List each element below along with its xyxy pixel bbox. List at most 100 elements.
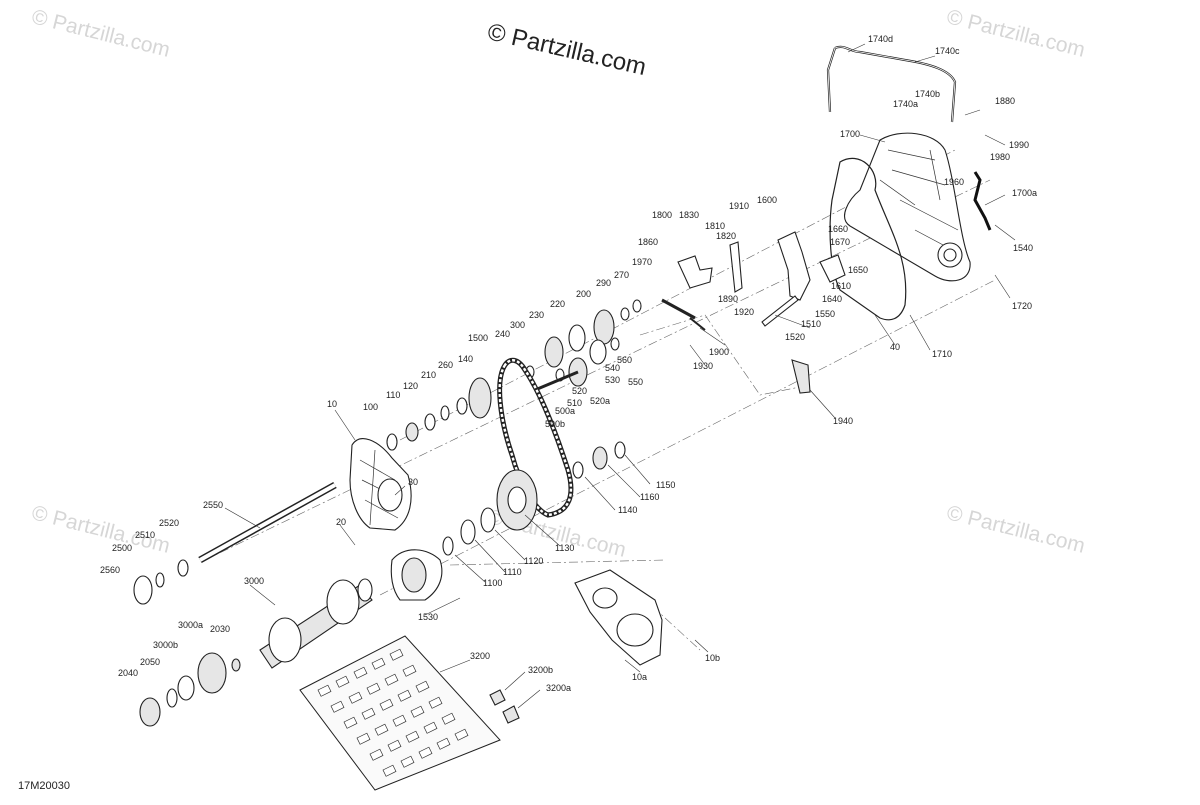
shift-lever-1910 (729, 241, 743, 293)
part-label-1130: 1130 (555, 543, 574, 553)
part-label-1740b: 1740b (915, 89, 940, 99)
shaft-510 (534, 370, 579, 392)
part-label-260: 260 (438, 360, 453, 370)
slide-pad (361, 707, 376, 720)
slide-pad-grid (299, 635, 501, 791)
part-label-1600: 1600 (757, 195, 777, 205)
cap-2040 (139, 697, 161, 727)
seal-2500 (133, 575, 153, 605)
gasket-opening-lower (616, 613, 654, 647)
part-label-1550: 1550 (815, 309, 835, 319)
part-label-30: 30 (408, 477, 418, 487)
brake-line (826, 45, 957, 123)
part-label-2510: 2510 (135, 530, 155, 540)
part-label-1150: 1150 (656, 480, 675, 490)
part-label-2560: 2560 (100, 565, 120, 575)
part-label-1530: 1530 (418, 612, 438, 622)
shaft-2550-inner (199, 483, 336, 562)
part-label-2550: 2550 (203, 500, 223, 510)
part-label-1540: 1540 (1013, 243, 1033, 253)
pad-3200a (502, 705, 520, 724)
part-label-2520: 2520 (159, 518, 179, 528)
part-label-40: 40 (890, 342, 900, 352)
slide-pad (415, 680, 430, 693)
part-label-540: 540 (605, 363, 620, 373)
slide-pad (410, 705, 425, 718)
outer-cover-detail (879, 149, 963, 256)
part-label-3200: 3200 (470, 651, 490, 661)
slide-pad (402, 664, 417, 677)
part-label-1720: 1720 (1012, 301, 1032, 311)
part-label-1980: 1980 (990, 152, 1010, 162)
part-label-1820: 1820 (716, 231, 736, 241)
slide-pad (353, 666, 368, 679)
spacer-1160 (592, 446, 608, 470)
part-label-530: 530 (605, 375, 620, 385)
slide-pad (317, 684, 332, 697)
part-label-1930: 1930 (693, 361, 713, 371)
part-label-10b: 10b (705, 653, 720, 663)
slide-pad (374, 723, 389, 736)
clip (973, 171, 992, 231)
part-label-2030: 2030 (210, 624, 230, 634)
axle-sprocket-left (268, 617, 302, 663)
part-label-10a: 10a (632, 672, 647, 682)
part-label-1640: 1640 (822, 294, 842, 304)
slide-pad (330, 700, 345, 713)
slide-pad (384, 673, 399, 686)
slide-pads (317, 648, 469, 777)
slide-pad (348, 691, 363, 704)
part-label-1990: 1990 (1009, 140, 1029, 150)
part-label-210: 210 (421, 370, 436, 380)
gasket-10a (574, 569, 663, 666)
axle-sprocket-end (357, 578, 373, 602)
ring-2050 (166, 688, 178, 708)
washer-290 (620, 307, 630, 321)
part-label-1860: 1860 (638, 237, 658, 247)
gear-230 (544, 336, 564, 368)
part-label-1140: 1140 (618, 505, 637, 515)
part-label-550: 550 (628, 377, 643, 387)
part-label-1660: 1660 (828, 224, 848, 234)
sprocket-140 (468, 377, 492, 419)
sprocket-1130-hub (507, 486, 527, 514)
part-label-200: 200 (576, 289, 591, 299)
cover-plate-hub (401, 557, 427, 593)
slide-pad (343, 716, 358, 729)
part-label-1910: 1910 (729, 201, 749, 211)
part-label-1880: 1880 (995, 96, 1015, 106)
part-label-520: 520 (572, 386, 587, 396)
part-label-1940: 1940 (833, 416, 853, 426)
bearing-120 (424, 413, 436, 431)
slide-pad (379, 698, 394, 711)
bearing-3000b (177, 675, 195, 701)
part-label-560: 560 (617, 355, 632, 365)
leader-lines (224, 43, 1016, 709)
gear-200 (593, 309, 615, 345)
bearing-1110 (460, 519, 476, 545)
slide-pad (369, 748, 384, 761)
part-label-500b: 500b (545, 419, 565, 429)
part-label-100: 100 (363, 402, 378, 412)
part-label-120: 120 (403, 381, 418, 391)
part-label-220: 220 (550, 299, 565, 309)
part-label-3000a: 3000a (178, 620, 203, 630)
slide-pad (335, 675, 350, 688)
part-label-510: 510 (567, 398, 582, 408)
part-label-1740a: 1740a (893, 99, 918, 109)
slide-pad (387, 739, 402, 752)
part-label-3000: 3000 (244, 576, 264, 586)
outer-cover-hub-inner (943, 248, 957, 262)
outer-cover (844, 132, 971, 282)
circlip-210 (440, 405, 450, 421)
case-bore (377, 478, 403, 512)
gear-220 (568, 324, 586, 352)
slide-pad (454, 728, 469, 741)
part-label-520a: 520a (590, 396, 610, 406)
part-label-2050: 2050 (140, 657, 160, 667)
seal-110 (405, 422, 419, 442)
part-label-1700a: 1700a (1012, 188, 1037, 198)
part-label-1890: 1890 (718, 294, 738, 304)
part-label-1830: 1830 (679, 210, 699, 220)
